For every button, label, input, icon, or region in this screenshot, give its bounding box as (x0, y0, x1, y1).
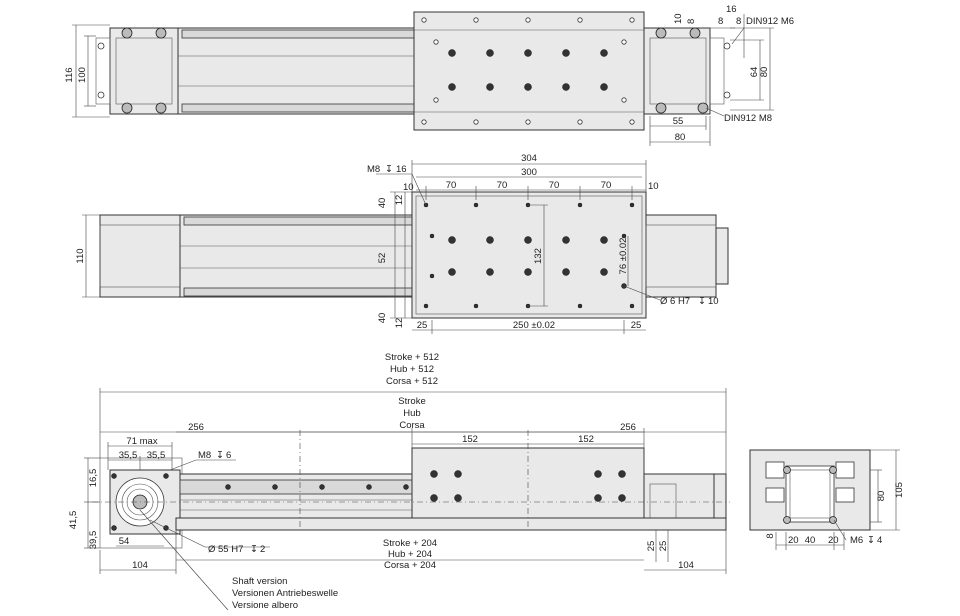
dim-100: 100 (77, 67, 88, 83)
shaft-version-it: Versione albero (232, 600, 298, 611)
callout-m6-end: M6 (850, 535, 863, 546)
dim-152-b: 152 (578, 434, 594, 445)
callout-hole-55h7: Ø 55 H7 (208, 544, 243, 555)
dim-80-vertical: 80 (759, 67, 770, 78)
dim-132: 132 (533, 248, 544, 264)
dim-10-left: 10 (403, 182, 414, 193)
dim-80-horizontal: 80 (675, 132, 686, 143)
dim-41-5: 41,5 (68, 511, 79, 530)
dim-76: 76 ±0.02 (618, 238, 629, 275)
shaft-version-en: Shaft version (232, 576, 287, 587)
dim-52: 52 (377, 253, 388, 264)
dim-304: 304 (521, 153, 537, 164)
dim-16-5: 16,5 (88, 469, 99, 488)
stroke-204-en: Stroke + 204 (383, 538, 437, 549)
dim-104-left: 104 (132, 560, 148, 571)
dim-25-left: 25 (417, 320, 428, 331)
dim-39-5: 39,5 (88, 531, 99, 550)
dim-20-end-a: 20 (788, 535, 799, 546)
callout-m8: M8 (367, 164, 380, 175)
dim-64: 64 (749, 67, 760, 78)
dim-16: 16 (726, 4, 737, 15)
dim-40-top: 40 (377, 198, 388, 209)
carriage-top-holes (421, 17, 635, 125)
stroke-512-de: Hub + 512 (390, 364, 434, 375)
callout-din912-m8: DIN912 M8 (724, 113, 772, 124)
dim-152-a: 152 (462, 434, 478, 445)
dim-8-end: 8 (765, 533, 776, 538)
dim-20-end-b: 20 (828, 535, 839, 546)
dim-12-bottom: 12 (394, 318, 405, 329)
depth-10: 10 (708, 296, 719, 307)
stroke-512-it: Corsa + 512 (386, 376, 438, 387)
depth-symbol-6: ↧ (216, 450, 224, 461)
stroke-it: Corsa (399, 420, 425, 431)
dim-25-b: 25 (658, 541, 669, 552)
stroke-204-de: Hub + 204 (388, 549, 432, 560)
dim-256-left: 256 (188, 422, 204, 433)
dim-80-end: 80 (876, 491, 887, 502)
callout-hole-6h7: Ø 6 H7 (660, 296, 690, 307)
depth-symbol-4: ↧ (867, 535, 875, 546)
stroke-en: Stroke (398, 396, 425, 407)
dim-300: 300 (521, 167, 537, 178)
view-middle (82, 160, 729, 334)
dim-25-right: 25 (631, 320, 642, 331)
depth-symbol-10: ↧ (698, 296, 706, 307)
dim-8b: 8 (718, 16, 723, 27)
dim-250: 250 ±0.02 (513, 320, 555, 331)
dim-25-a: 25 (646, 541, 657, 552)
dim-8c: 8 (736, 16, 741, 27)
pitch-70-b: 70 (497, 180, 508, 191)
dim-104-right: 104 (678, 560, 694, 571)
dim-256-right: 256 (620, 422, 636, 433)
dim-12-top: 12 (394, 195, 405, 206)
stroke-204-it: Corsa + 204 (384, 560, 436, 571)
stroke-de: Hub (403, 408, 420, 419)
dim-55: 55 (673, 116, 684, 127)
view-bottom (84, 388, 730, 611)
dim-8a: 8 (686, 19, 697, 24)
depth-symbol-16: ↧ (385, 164, 393, 175)
depth-2: 2 (260, 544, 265, 555)
dim-110: 110 (75, 248, 86, 263)
stroke-512-en: Stroke + 512 (385, 352, 439, 363)
depth-6: 6 (226, 450, 231, 461)
pitch-70-c: 70 (549, 180, 560, 191)
callout-m8-bottom: M8 (198, 450, 211, 461)
pitch-70-d: 70 (601, 180, 612, 191)
pitch-70-a: 70 (446, 180, 457, 191)
dim-40-end: 40 (805, 535, 816, 546)
dim-10a: 10 (673, 13, 684, 24)
shaft-version-de: Versionen Antriebeswelle (232, 588, 338, 599)
dim-40-bottom: 40 (377, 313, 388, 324)
view-top (72, 11, 774, 146)
dim-10-right: 10 (648, 181, 659, 192)
depth-symbol-2: ↧ (250, 544, 258, 555)
view-end (749, 449, 900, 550)
dim-105-end: 105 (894, 482, 905, 498)
dim-54: 54 (119, 536, 130, 547)
dim-35-5-b: 35,5 (147, 450, 166, 461)
dim-116: 116 (64, 67, 75, 82)
dim-71-max: 71 max (126, 436, 157, 447)
depth-16: 16 (396, 164, 407, 175)
depth-4: 4 (877, 535, 882, 546)
callout-din912-m6: DIN912 M6 (746, 16, 794, 27)
carriage-mid-holes (423, 202, 635, 309)
dim-35-5-a: 35,5 (119, 450, 138, 461)
